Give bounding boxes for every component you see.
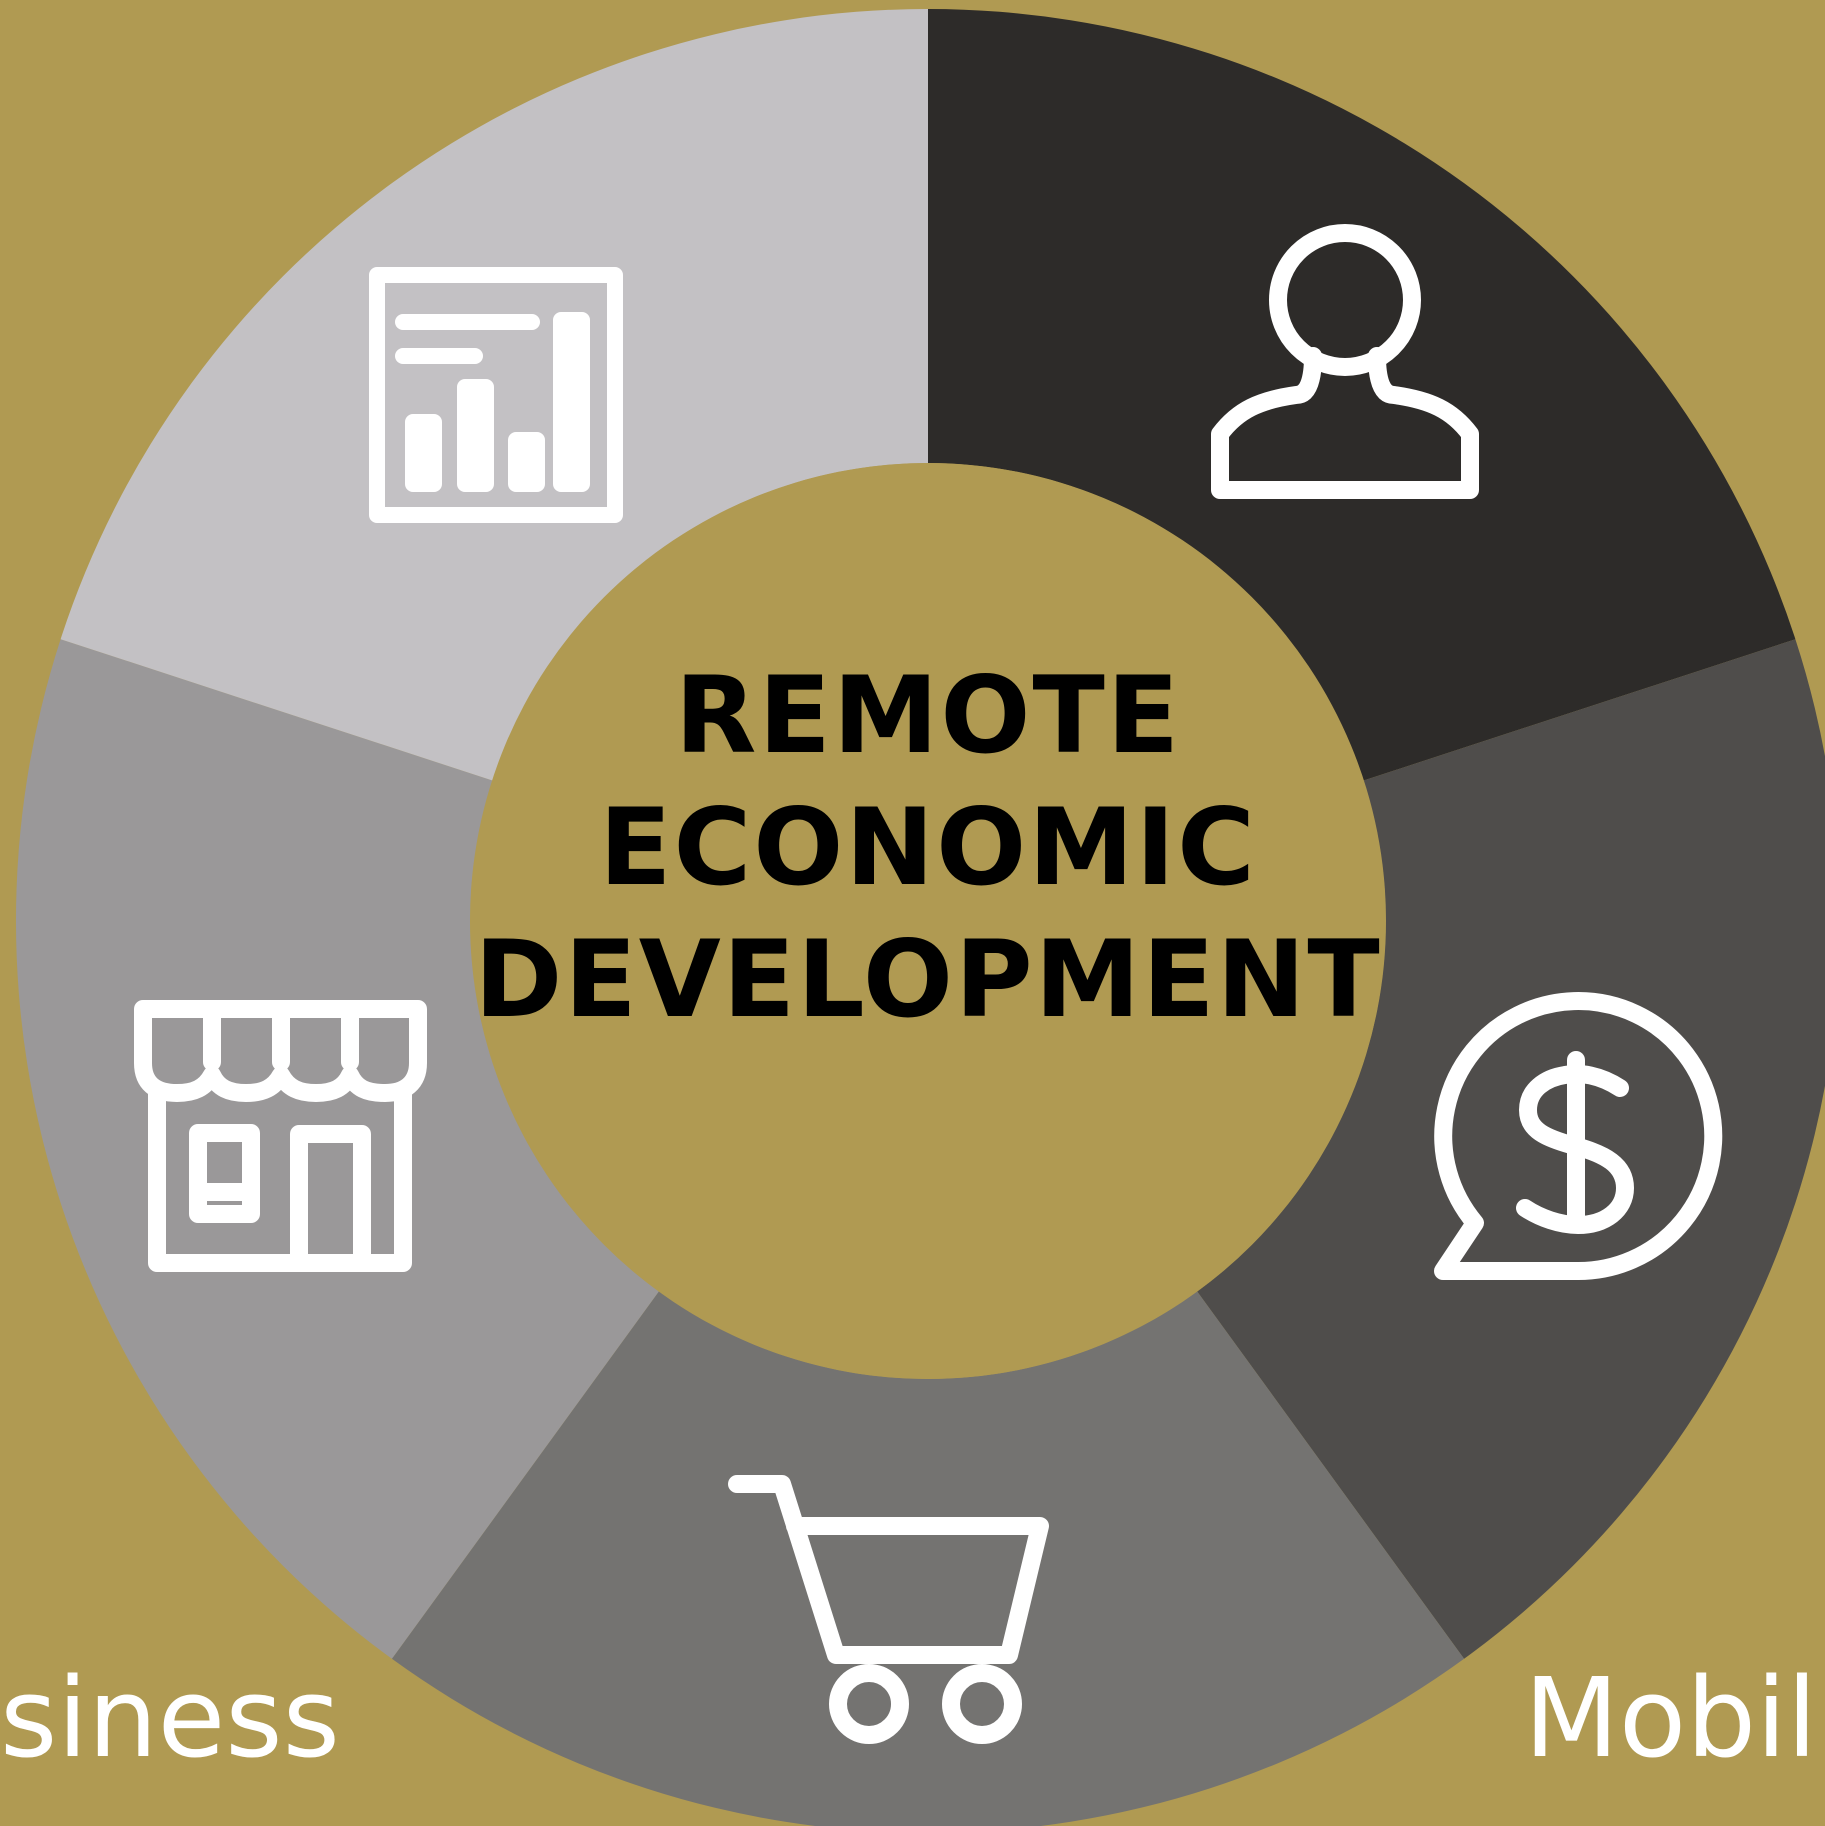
segment-money xyxy=(1197,639,1825,1659)
label-right-mobility: Mobil xyxy=(1524,1654,1817,1782)
center-title-line-2: ECONOMIC xyxy=(599,786,1257,909)
segment-store xyxy=(15,639,659,1659)
segment-shopping xyxy=(391,1291,1465,1826)
center-circle xyxy=(470,463,1386,1379)
person-icon xyxy=(1211,224,1479,499)
bar-chart-report-icon xyxy=(369,267,623,523)
shopping-cart-icon xyxy=(728,1475,1049,1744)
segment-person xyxy=(928,8,1796,781)
label-left-business: siness xyxy=(0,1654,340,1782)
center-title-line-3: DEVELOPMENT xyxy=(474,918,1381,1041)
segment-analytics xyxy=(60,8,929,781)
center-title-line-1: REMOTE xyxy=(675,654,1181,777)
storefront-icon xyxy=(134,1000,427,1272)
dollar-speech-bubble-icon xyxy=(1434,992,1723,1281)
